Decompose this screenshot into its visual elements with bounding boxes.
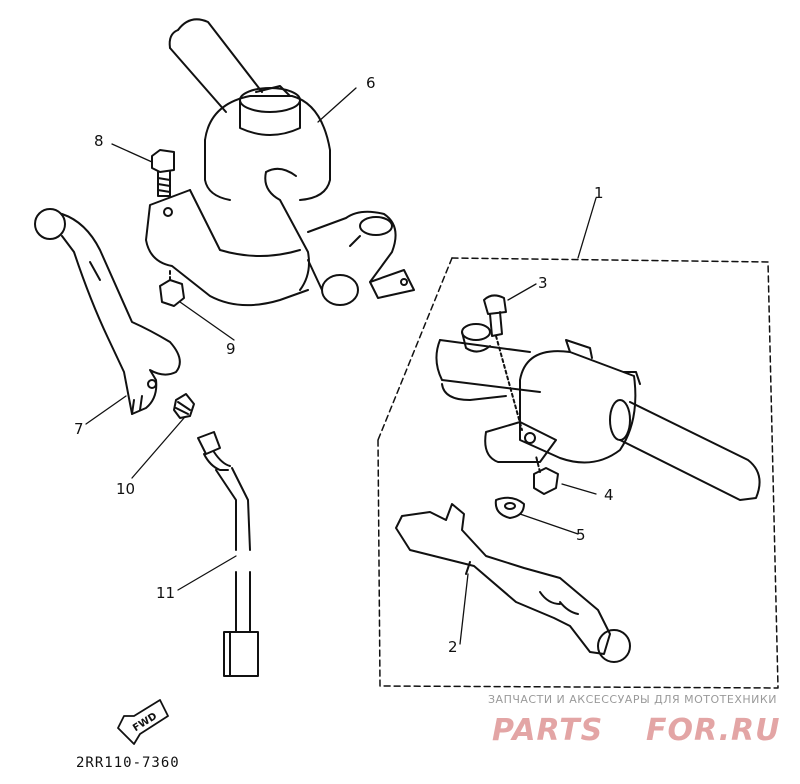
watermark-tagline: ЗАПЧАСТИ И АКСЕССУАРЫ ДЛЯ МОТОТЕХНИКИ — [488, 693, 777, 706]
part-code: 2RR110-7360 — [76, 755, 180, 771]
bolt-8 — [151, 149, 175, 197]
assembly-box-1 — [377, 257, 779, 689]
nut-4 — [533, 455, 559, 495]
callout-8: 8 — [94, 132, 104, 150]
callout-1: 1 — [594, 184, 604, 202]
watermark-brand-2: FOR.RU — [646, 713, 781, 748]
nut-9 — [159, 269, 185, 307]
callout-5: 5 — [576, 526, 586, 544]
watermark-brand-1: PARTS — [492, 713, 603, 748]
callout-4: 4 — [604, 486, 614, 504]
callout-3: 3 — [538, 274, 548, 292]
fwd-arrow-icon — [117, 699, 169, 745]
callout-2: 2 — [448, 638, 458, 656]
screw-10 — [173, 393, 195, 419]
callout-7: 7 — [74, 420, 84, 438]
callout-6: 6 — [366, 74, 376, 92]
washer-5 — [494, 496, 525, 519]
callout-10: 10 — [116, 480, 135, 498]
cable-switch-11 — [197, 431, 259, 677]
callout-11: 11 — [156, 584, 175, 602]
switch-housing-assembly — [145, 18, 415, 307]
lever-2 — [395, 503, 631, 663]
callout-9: 9 — [226, 340, 236, 358]
watermark: ЗАПЧАСТИ И АКСЕССУАРЫ ДЛЯ МОТОТЕХНИКИ PA… — [488, 693, 781, 748]
lever-7 — [34, 208, 181, 415]
brake-perch-assembly — [435, 323, 761, 501]
callout-labels: 1 2 3 4 5 6 7 8 9 10 11 — [74, 74, 614, 656]
bolt-3 — [483, 294, 523, 431]
leader-lines — [85, 87, 597, 645]
